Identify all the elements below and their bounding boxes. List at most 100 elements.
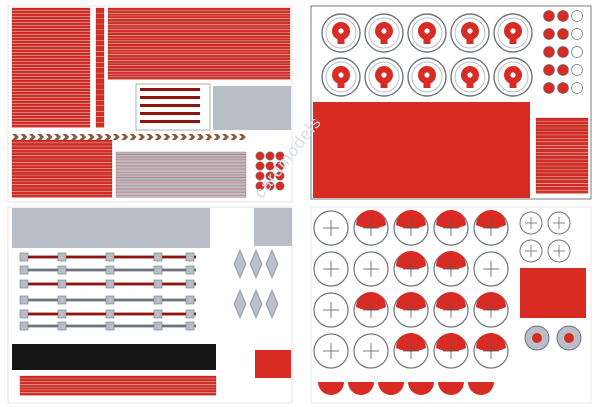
strip-part [95,67,105,73]
chevron-tab [37,134,45,140]
strip-part [535,183,589,187]
strip-part [11,143,113,146]
keyhole-stem [509,36,517,44]
strip-part [95,100,105,106]
half-moon-part [348,382,374,395]
strip-part [95,46,105,52]
strip-part [95,95,105,101]
strip-part [11,55,91,59]
chevron-tab [121,134,129,140]
chevron-tab [205,134,213,140]
strip-part [535,169,589,173]
strip-part [11,85,91,89]
small-keyhole-part [571,28,583,40]
strip-part [11,184,113,188]
red-strip-block-bottom [19,375,217,396]
chevron-tab [12,134,19,140]
strip-part [535,186,589,190]
strip-part [107,49,291,52]
strip-part [107,27,291,30]
strip-part [95,7,105,13]
chevron-tab [45,134,53,140]
strip-part [11,46,91,50]
detail-bar [140,104,200,107]
strip-part [11,19,91,23]
rod-joint [185,321,195,331]
keyhole-stem [380,80,388,88]
rod-assembly [19,279,196,289]
strip-part [107,71,291,74]
strip-part [19,390,217,393]
strip-part [95,56,105,62]
strip-part [11,139,113,143]
keyhole-stem [423,36,431,44]
rod-assembly [19,252,196,262]
rod-joint [57,252,67,262]
small-disc [265,151,275,161]
strip-part [11,162,113,166]
strip-part [535,142,589,146]
rod-joint [105,295,115,305]
rim-red-segment [396,251,426,270]
strip-part [11,13,91,17]
strip-part [11,115,91,119]
small-disc [265,171,275,181]
strip-part [107,16,291,19]
rod-joint [105,265,115,275]
pointed-parts-cluster [233,249,279,319]
keyhole-center [381,28,387,34]
small-disc [275,181,285,191]
rim-red-segment [476,333,506,352]
pointed-part [249,289,263,319]
strip-part [19,378,217,382]
rim-red-segment [436,333,466,352]
strip-part [107,32,291,36]
strip-part [11,124,91,128]
strip-part [535,121,589,125]
dial-pair [524,325,582,351]
keyhole-stem [466,36,474,44]
grey-block-bottom-left [254,208,292,246]
rod-assembly [19,295,196,305]
rod-joint [105,279,115,289]
small-keyhole-part [571,10,583,22]
rod-assembly [19,265,196,275]
small-rim-pair [519,211,571,263]
strip-part [11,16,91,20]
detail-parts-box [135,83,211,131]
strip-part [107,13,291,16]
keyhole-stem [380,36,388,44]
strip-part [95,29,105,35]
strip-part [11,64,91,68]
dial-center [564,333,574,343]
chevron-tab [70,134,78,140]
keyhole-center [424,28,430,34]
chevron-tab [20,134,28,140]
strip-part [107,18,291,22]
keyhole-center [338,28,344,34]
chevron-tab [180,134,187,140]
small-keyhole-part [557,10,569,22]
rod-joint [19,295,29,305]
keyhole-center [381,72,387,78]
strip-part [107,60,291,63]
keyhole-center [467,28,473,34]
strip-part [95,62,105,68]
half-moon-part [438,382,464,395]
strip-part [535,159,589,163]
detail-bar [140,112,200,115]
small-disc [255,161,265,171]
strip-part [535,176,589,180]
strip-part [11,181,113,185]
strip-part [107,35,291,38]
small-disc [265,181,275,191]
rod-joint [57,279,67,289]
strip-part [11,43,91,47]
small-disc [275,151,285,161]
strip-part [11,67,91,71]
strip-part [107,10,291,13]
strip-part [11,109,91,113]
strip-part [11,146,113,150]
strip-part [11,155,113,159]
strip-part [115,177,247,181]
